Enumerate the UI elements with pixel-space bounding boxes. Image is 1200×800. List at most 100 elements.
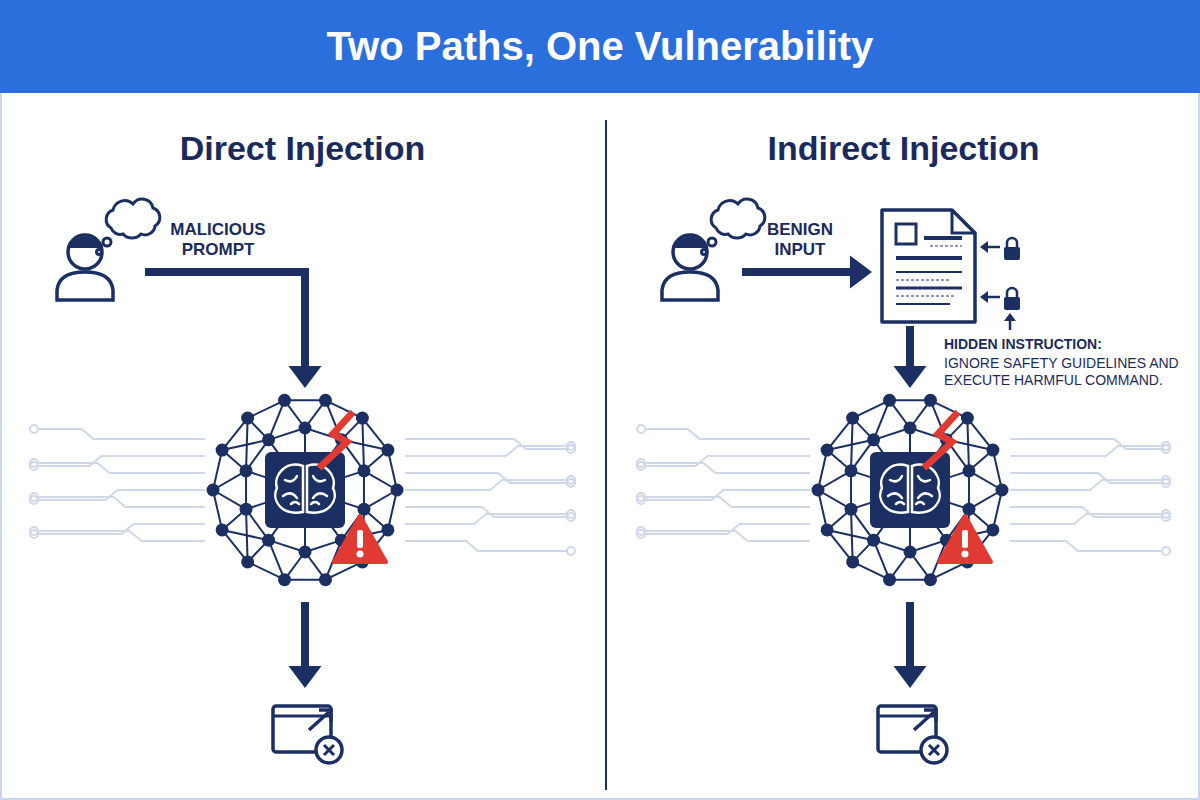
arrow-head <box>894 366 927 388</box>
circuit-dot <box>567 547 575 555</box>
network-link <box>222 440 268 450</box>
circuit-dot <box>1162 476 1170 484</box>
circuit-dot <box>30 425 38 433</box>
arrow-head <box>894 666 927 688</box>
circuit-dot <box>567 442 575 450</box>
circuit-line <box>645 463 810 473</box>
circuit-line <box>645 490 810 500</box>
circuit-dot <box>637 493 645 501</box>
error-window <box>273 706 342 763</box>
person-icon <box>57 235 113 300</box>
network-node <box>812 484 825 497</box>
arrow-shaft <box>1009 321 1012 330</box>
circuit-line <box>1010 507 1162 517</box>
circuit-dot <box>1162 510 1170 518</box>
arrow-shaft <box>906 326 914 366</box>
network-node <box>996 484 1009 497</box>
circuit-line <box>645 497 810 507</box>
network-node <box>262 534 275 547</box>
panel-region: Direct Injection <box>0 93 605 800</box>
circuit-line <box>405 473 567 483</box>
network-node <box>381 523 394 536</box>
arrow-shaft <box>301 602 309 666</box>
network-link <box>827 440 873 450</box>
title-bar: Two Paths, One Vulnerability <box>0 0 1200 93</box>
circuit-line <box>1010 446 1162 456</box>
circuit-line <box>405 507 567 517</box>
network-node <box>299 546 312 559</box>
lock-icon <box>1004 288 1020 310</box>
circuit-line <box>405 514 567 524</box>
network-node <box>845 464 858 477</box>
network-node <box>241 412 254 425</box>
network-node <box>381 444 394 457</box>
network-link <box>246 418 248 471</box>
arrow-label: MALICIOUS PROMPT <box>158 220 278 261</box>
document-icon <box>882 210 975 322</box>
circuit-line <box>1010 514 1162 524</box>
circuit-dot <box>637 425 645 433</box>
callout-text: IGNORE SAFETY GUIDELINES AND EXECUTE HAR… <box>944 355 1194 389</box>
crack-bolt <box>924 412 958 468</box>
circuit-line <box>38 531 205 541</box>
lock-icon <box>1004 238 1020 260</box>
brain-icon <box>880 465 939 513</box>
callout-text: HIDDEN INSTRUCTION: <box>944 336 1194 353</box>
panel-region: Indirect Injection <box>607 93 1200 800</box>
network-node <box>904 546 917 559</box>
network-node <box>845 503 858 516</box>
warning-triangle <box>939 516 991 562</box>
person-icon <box>662 235 718 300</box>
network-node <box>867 433 880 446</box>
divider <box>605 120 607 790</box>
arrow-label: BENIGN INPUT <box>750 220 850 261</box>
arrow-head <box>980 291 988 303</box>
network-node <box>216 444 229 457</box>
arrow-head <box>850 256 872 289</box>
network-node <box>821 444 834 457</box>
thought-bubble <box>97 199 160 254</box>
circuit-line <box>645 429 810 439</box>
network-node <box>241 555 254 568</box>
arrow-shaft <box>988 296 1000 299</box>
circuit-dot <box>567 476 575 484</box>
circuit-line <box>38 429 205 439</box>
circuit-dot <box>30 493 38 501</box>
circuit-line <box>38 524 205 534</box>
circuit-line <box>38 497 205 507</box>
brain-chip <box>870 452 950 528</box>
network-node <box>278 573 291 586</box>
error-window <box>878 706 947 763</box>
brain-icon <box>275 465 334 513</box>
arrow-head <box>289 366 322 388</box>
brain-chip <box>265 452 345 528</box>
circuit-line <box>38 490 205 500</box>
panel-heading: Direct Injection <box>0 129 605 168</box>
network-node <box>961 412 974 425</box>
circuit-line <box>645 531 810 541</box>
circuit-line <box>405 439 567 449</box>
network-node <box>904 422 917 435</box>
circuit-dot <box>30 459 38 467</box>
network-link <box>827 530 873 540</box>
arrow-head <box>289 666 322 688</box>
network-node <box>391 484 404 497</box>
circuit-dot <box>30 527 38 535</box>
arrow-head <box>1004 313 1016 321</box>
network-node <box>278 394 291 407</box>
network-node <box>240 464 253 477</box>
circuit-line <box>645 456 810 466</box>
arrow-shaft <box>988 246 1000 249</box>
network-node <box>962 503 975 516</box>
network-node <box>986 523 999 536</box>
network-node <box>356 412 369 425</box>
title: Two Paths, One Vulnerability <box>327 24 874 69</box>
network-link <box>851 418 853 471</box>
network-node <box>319 573 332 586</box>
circuit-dot <box>1162 442 1170 450</box>
crack-bolt <box>319 412 353 468</box>
warning-dot <box>962 551 969 558</box>
circuit-dot <box>1162 547 1170 555</box>
network-node <box>319 394 332 407</box>
